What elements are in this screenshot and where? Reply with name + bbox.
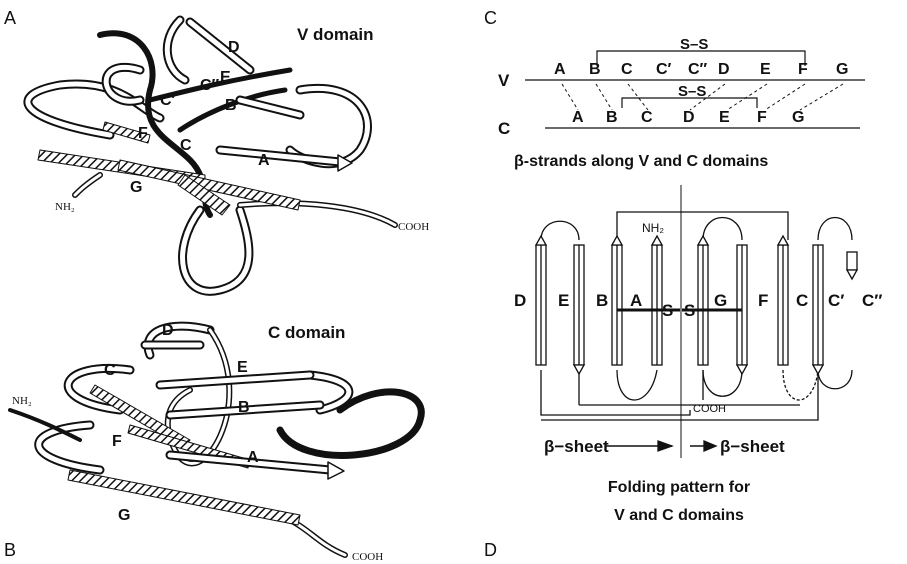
c-strand-b: B xyxy=(238,399,250,416)
topology-strand-c1: C′ xyxy=(828,291,844,310)
c-domain-title: C domain xyxy=(268,323,345,342)
v-domain-ribbon xyxy=(28,20,395,291)
disulfide-s-right: S xyxy=(684,301,695,320)
v-row-strand: C′ xyxy=(656,61,672,78)
c-row-strand: A xyxy=(572,109,584,126)
v-domain-title: V domain xyxy=(297,25,374,44)
c-row-strand: G xyxy=(792,109,804,126)
c-strand-row: A B C D E F G xyxy=(572,109,804,126)
c-strand-e: E xyxy=(237,359,248,376)
v-n-terminus: NH₂ xyxy=(55,201,75,213)
alignment-caption: β-strands along V and C domains xyxy=(514,153,768,170)
c-strand-c: C xyxy=(104,362,116,379)
v-strand-f: F xyxy=(138,125,148,142)
v-strand-d: D xyxy=(228,39,240,56)
topology-caption-line1: Folding pattern for xyxy=(608,479,750,496)
v-row-strand: A xyxy=(554,61,566,78)
topology-caption-line2: V and C domains xyxy=(614,507,744,524)
v-row-strand: C″ xyxy=(688,61,708,78)
v-strand-a: A xyxy=(258,152,270,169)
v-c-terminus: COOH xyxy=(398,221,429,233)
v-strand-b: B xyxy=(225,97,237,114)
c-c-terminus: COOH xyxy=(352,551,383,563)
topology-strand-e: E xyxy=(558,291,569,310)
topology-diagram xyxy=(536,185,857,458)
v-strand-c: C xyxy=(180,137,192,154)
topology-strand-g: G xyxy=(714,291,727,310)
sheet-right-label: β−sheet xyxy=(720,437,785,456)
c-disulfide-label: S–S xyxy=(678,83,706,100)
topology-strand-c: C xyxy=(796,291,808,310)
disulfide-s-left: S xyxy=(662,301,673,320)
alignment-row-v-label: V xyxy=(498,71,510,90)
c-row-strand: C xyxy=(641,109,653,126)
v-row-strand: F xyxy=(798,61,808,78)
c-row-strand: B xyxy=(606,109,618,126)
c-strand-f: F xyxy=(112,433,122,450)
v-strand-g: G xyxy=(130,179,142,196)
c-strand-a: A xyxy=(247,449,259,466)
v-strand-c2: C″ xyxy=(200,77,220,94)
topology-strand-d: D xyxy=(514,291,526,310)
v-row-strand: G xyxy=(836,61,848,78)
topology-strand-b: B xyxy=(596,291,608,310)
v-row-strand: D xyxy=(718,61,730,78)
topology-strand-f: F xyxy=(758,291,768,310)
v-strand-e: E xyxy=(220,69,231,86)
topology-n-terminus: NH₂ xyxy=(642,221,664,235)
v-strand-c1: C′ xyxy=(160,92,176,109)
c-domain-ribbon xyxy=(10,326,421,555)
v-disulfide-label: S–S xyxy=(680,36,708,53)
topology-strand-c2: C″ xyxy=(862,291,882,310)
v-strand-row: A B C C′ C″ D E F G xyxy=(554,61,848,78)
c-strand-g: G xyxy=(118,507,130,524)
c-row-strand: D xyxy=(683,109,695,126)
c-strand-d: D xyxy=(162,322,174,339)
alignment-row-c-label: C xyxy=(498,119,510,138)
topology-c-terminus: COOH xyxy=(693,403,726,415)
v-row-strand: E xyxy=(760,61,771,78)
c-row-strand: E xyxy=(719,109,730,126)
v-row-strand: B xyxy=(589,61,601,78)
c-row-strand: F xyxy=(757,109,767,126)
v-row-strand: C xyxy=(621,61,633,78)
sheet-left-label: β−sheet xyxy=(544,437,609,456)
c-n-terminus: NH₂ xyxy=(12,395,32,407)
topology-strand-a: A xyxy=(630,291,642,310)
